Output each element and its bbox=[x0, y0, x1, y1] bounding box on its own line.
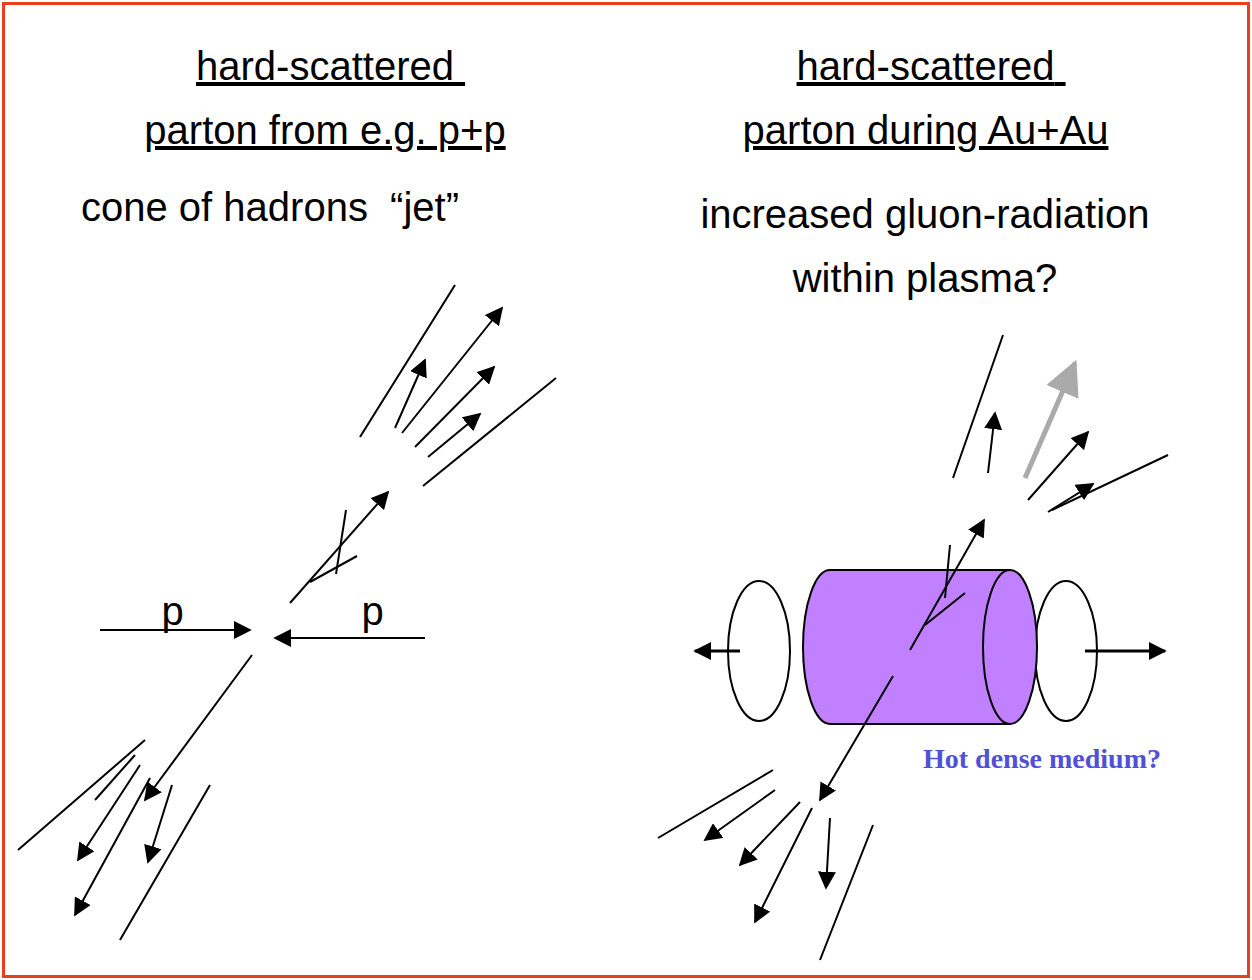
panel-caption: increased gluon-radiation within plasma? bbox=[698, 182, 1152, 310]
medium-label: Hot dense medium? bbox=[920, 742, 1164, 776]
proton-label: p bbox=[158, 588, 187, 634]
panel-caption: cone of hadrons “jet” bbox=[78, 182, 462, 232]
proton-label: p bbox=[358, 588, 387, 634]
auau-collision bbox=[658, 335, 1168, 960]
pp-collision bbox=[18, 285, 556, 940]
panel-heading: hard-scattered parton from e.g. p+p bbox=[142, 34, 508, 162]
panel-heading: hard-scattered parton during Au+Au bbox=[739, 34, 1112, 162]
